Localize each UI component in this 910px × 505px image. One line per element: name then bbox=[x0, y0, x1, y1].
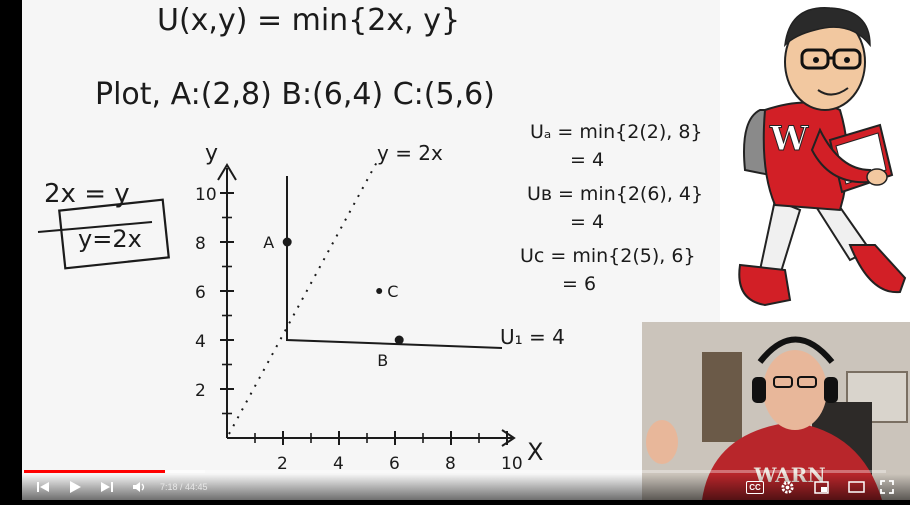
calc-b-line2: = 4 bbox=[570, 211, 604, 233]
y-tick-label: 4 bbox=[195, 332, 206, 352]
volume-button[interactable] bbox=[130, 478, 148, 496]
plotted-points: A B C bbox=[263, 233, 404, 370]
calc-b-line1: Uʙ = min{2(6), 4} bbox=[527, 183, 703, 205]
play-icon bbox=[70, 481, 81, 493]
next-icon bbox=[101, 482, 113, 492]
header-formula: U(x,y) = min{2x, y} bbox=[157, 3, 460, 38]
captions-button[interactable]: CC bbox=[744, 478, 766, 496]
previous-icon bbox=[37, 482, 49, 492]
side-note-boxed: y=2x bbox=[78, 225, 142, 253]
y-axis-arrow bbox=[217, 163, 237, 181]
point-label-b: B bbox=[377, 351, 388, 370]
y-tick-label: 8 bbox=[195, 234, 206, 254]
captions-icon: CC bbox=[746, 480, 764, 494]
calc-a-line1: Uₐ = min{2(2), 8} bbox=[530, 121, 703, 143]
x-tick-label: 8 bbox=[445, 454, 456, 474]
fullscreen-icon bbox=[880, 480, 894, 494]
play-button[interactable] bbox=[66, 478, 84, 496]
side-note-underline bbox=[37, 221, 153, 233]
settings-button[interactable] bbox=[778, 478, 796, 496]
x-tick-label: 2 bbox=[277, 454, 288, 474]
y-tick-label: 6 bbox=[195, 283, 206, 303]
x-ticks: 2 4 6 8 10 bbox=[254, 431, 523, 474]
y-ticks: 10 8 6 4 2 bbox=[195, 185, 234, 415]
point-a bbox=[282, 237, 292, 247]
progress-bar[interactable] bbox=[24, 470, 886, 473]
miniplayer-button[interactable] bbox=[812, 478, 830, 496]
point-b bbox=[394, 335, 404, 345]
miniplayer-icon bbox=[813, 480, 829, 494]
side-note-box bbox=[58, 198, 170, 270]
point-label-c: C bbox=[387, 282, 398, 301]
fullscreen-button[interactable] bbox=[878, 478, 896, 496]
settings-icon bbox=[780, 480, 794, 494]
whiteboard-frame: U(x,y) = min{2x, y} Plot, A:(2,8) B:(6,4… bbox=[22, 0, 720, 500]
calc-c-line1: Uᴄ = min{2(5), 6} bbox=[520, 245, 696, 267]
y-tick-label: 10 bbox=[195, 185, 217, 205]
theater-button[interactable] bbox=[846, 478, 866, 496]
point-label-a: A bbox=[263, 233, 274, 252]
ray-line bbox=[228, 159, 379, 435]
y-axis-label: y bbox=[205, 141, 218, 166]
mascot-letter: W bbox=[769, 119, 809, 159]
theater-icon bbox=[847, 481, 865, 493]
x-axis-label: X bbox=[527, 438, 543, 466]
next-button[interactable] bbox=[98, 478, 116, 496]
plot-line: Plot, A:(2,8) B:(6,4) C:(5,6) bbox=[95, 77, 495, 112]
webcam-feed: WARN bbox=[642, 322, 910, 500]
indifference-label: U₁ = 4 bbox=[500, 325, 565, 349]
volume-icon bbox=[133, 482, 145, 492]
mascot-illustration: W bbox=[738, 7, 907, 307]
player-controls: 7:18 / 44:45 CC bbox=[0, 474, 910, 500]
ray-label: y = 2x bbox=[377, 141, 443, 165]
indifference-curve bbox=[286, 176, 503, 349]
calc-c-line2: = 6 bbox=[562, 273, 596, 295]
time-display: 7:18 / 44:45 bbox=[160, 482, 208, 492]
previous-button[interactable] bbox=[34, 478, 52, 496]
calc-a-line2: = 4 bbox=[570, 149, 604, 171]
point-c bbox=[376, 288, 383, 294]
y-tick-label: 2 bbox=[195, 381, 206, 401]
mascot-panel: W bbox=[720, 0, 910, 322]
progress-played bbox=[24, 470, 165, 473]
x-tick-label: 4 bbox=[333, 454, 344, 474]
webcam-overlay: WARN bbox=[642, 322, 910, 500]
x-tick-label: 10 bbox=[501, 454, 523, 474]
x-tick-label: 6 bbox=[389, 454, 400, 474]
whiteboard-drawing: U(x,y) = min{2x, y} Plot, A:(2,8) B:(6,4… bbox=[37, 3, 703, 474]
